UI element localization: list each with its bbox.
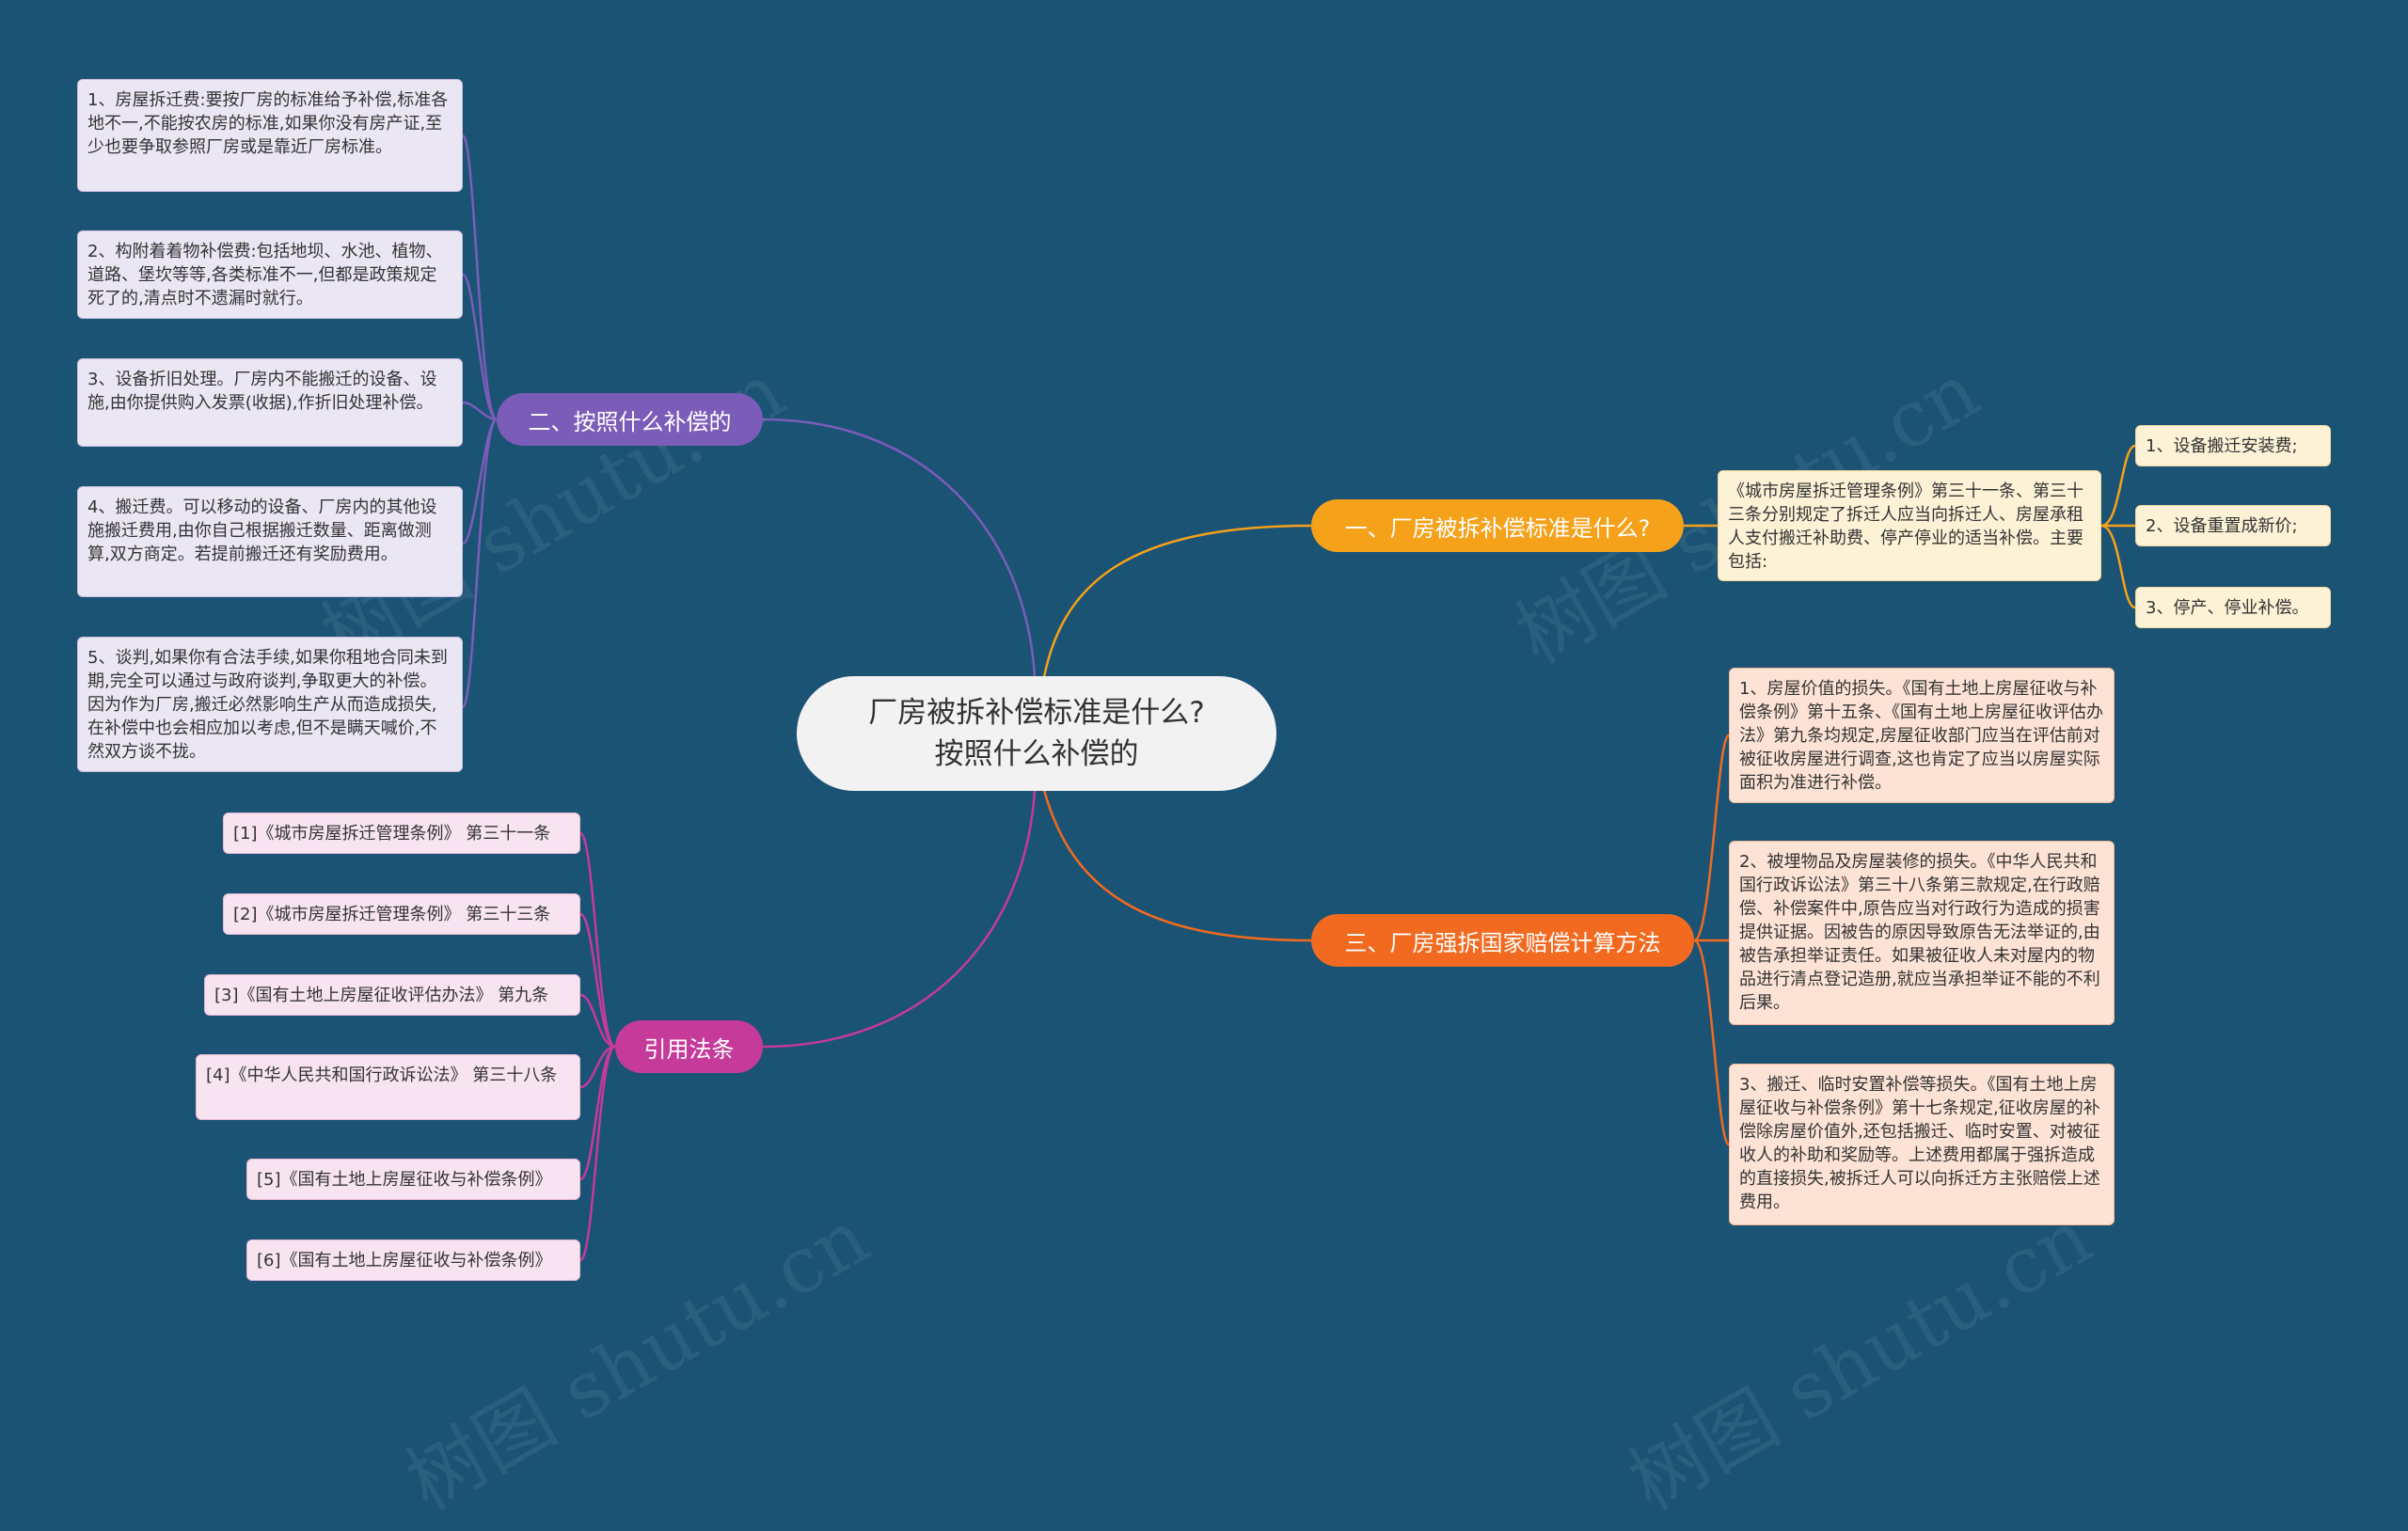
link-b2-items — [461, 134, 499, 709]
central-topic[interactable]: 厂房被拆补偿标准是什么? 按照什么补偿的 — [797, 676, 1276, 791]
link-b4-items — [578, 831, 616, 1262]
calculation-item[interactable]: 3、搬迁、临时安置补偿等损失。《国有土地上房屋征收与补偿条例》第十七条规定,征收… — [1729, 1064, 2115, 1225]
standard-detail[interactable]: 《城市房屋拆迁管理条例》第三十一条、第三十三条分别规定了拆迁人应当向拆迁人、房屋… — [1718, 470, 2101, 581]
standard-item[interactable]: 3、停产、停业补偿。 — [2135, 587, 2331, 628]
branch-citations[interactable]: 引用法条 — [615, 1020, 763, 1073]
link-detail-items — [2100, 444, 2136, 609]
citation-item[interactable]: [1]《城市房屋拆迁管理条例》 第三十一条 — [223, 813, 580, 854]
link-center-b4 — [762, 789, 1037, 1049]
standard-item[interactable]: 1、设备搬迁安装费; — [2135, 425, 2331, 466]
branch-basis[interactable]: 二、按照什么补偿的 — [497, 393, 763, 446]
citation-item[interactable]: [2]《城市房屋拆迁管理条例》 第三十三条 — [223, 893, 580, 935]
calculation-item[interactable]: 2、被埋物品及房屋装修的损失。《中华人民共和国行政诉讼法》第三十八条第三款规定,… — [1729, 841, 2115, 1025]
basis-item[interactable]: 3、设备折旧处理。厂房内不能搬迁的设备、设施,由你提供购入发票(收据),作折旧处… — [77, 358, 463, 447]
basis-item[interactable]: 5、谈判,如果你有合法手续,如果你租地合同未到期,完全可以通过与政府谈判,争取更… — [77, 637, 463, 772]
link-b3-items — [1693, 734, 1731, 1146]
branch-standard[interactable]: 一、厂房被拆补偿标准是什么? — [1311, 499, 1684, 552]
citation-item[interactable]: [5]《国有土地上房屋征收与补偿条例》 — [246, 1159, 580, 1200]
link-center-b1 — [1042, 524, 1312, 678]
basis-item[interactable]: 2、构附着着物补偿费:包括地坝、水池、植物、道路、堡坎等等,各类标准不一,但都是… — [77, 230, 463, 319]
citation-item[interactable]: [6]《国有土地上房屋征收与补偿条例》 — [246, 1239, 580, 1281]
link-center-b2 — [762, 418, 1037, 678]
basis-item[interactable]: 1、房屋拆迁费:要按厂房的标准给予补偿,标准各地不一,不能按农房的标准,如果你没… — [77, 79, 463, 192]
central-topic-line2: 按照什么补偿的 — [934, 737, 1139, 771]
connector-lines — [461, 134, 2136, 1262]
basis-item[interactable]: 4、搬迁费。可以移动的设备、厂房内的其他设施搬迁费用,由你自己根据搬迁数量、距离… — [77, 486, 463, 597]
branch-calculation[interactable]: 三、厂房强拆国家赔偿计算方法 — [1311, 914, 1694, 967]
standard-item[interactable]: 2、设备重置成新价; — [2135, 505, 2331, 546]
citation-item[interactable]: [4]《中华人民共和国行政诉讼法》 第三十八条 — [196, 1054, 580, 1120]
link-center-b3 — [1042, 789, 1312, 942]
calculation-item[interactable]: 1、房屋价值的损失。《国有土地上房屋征收与补偿条例》第十五条、《国有土地上房屋征… — [1729, 668, 2115, 803]
central-topic-line1: 厂房被拆补偿标准是什么? — [868, 696, 1205, 730]
citation-item[interactable]: [3]《国有土地上房屋征收评估办法》 第九条 — [204, 974, 580, 1016]
